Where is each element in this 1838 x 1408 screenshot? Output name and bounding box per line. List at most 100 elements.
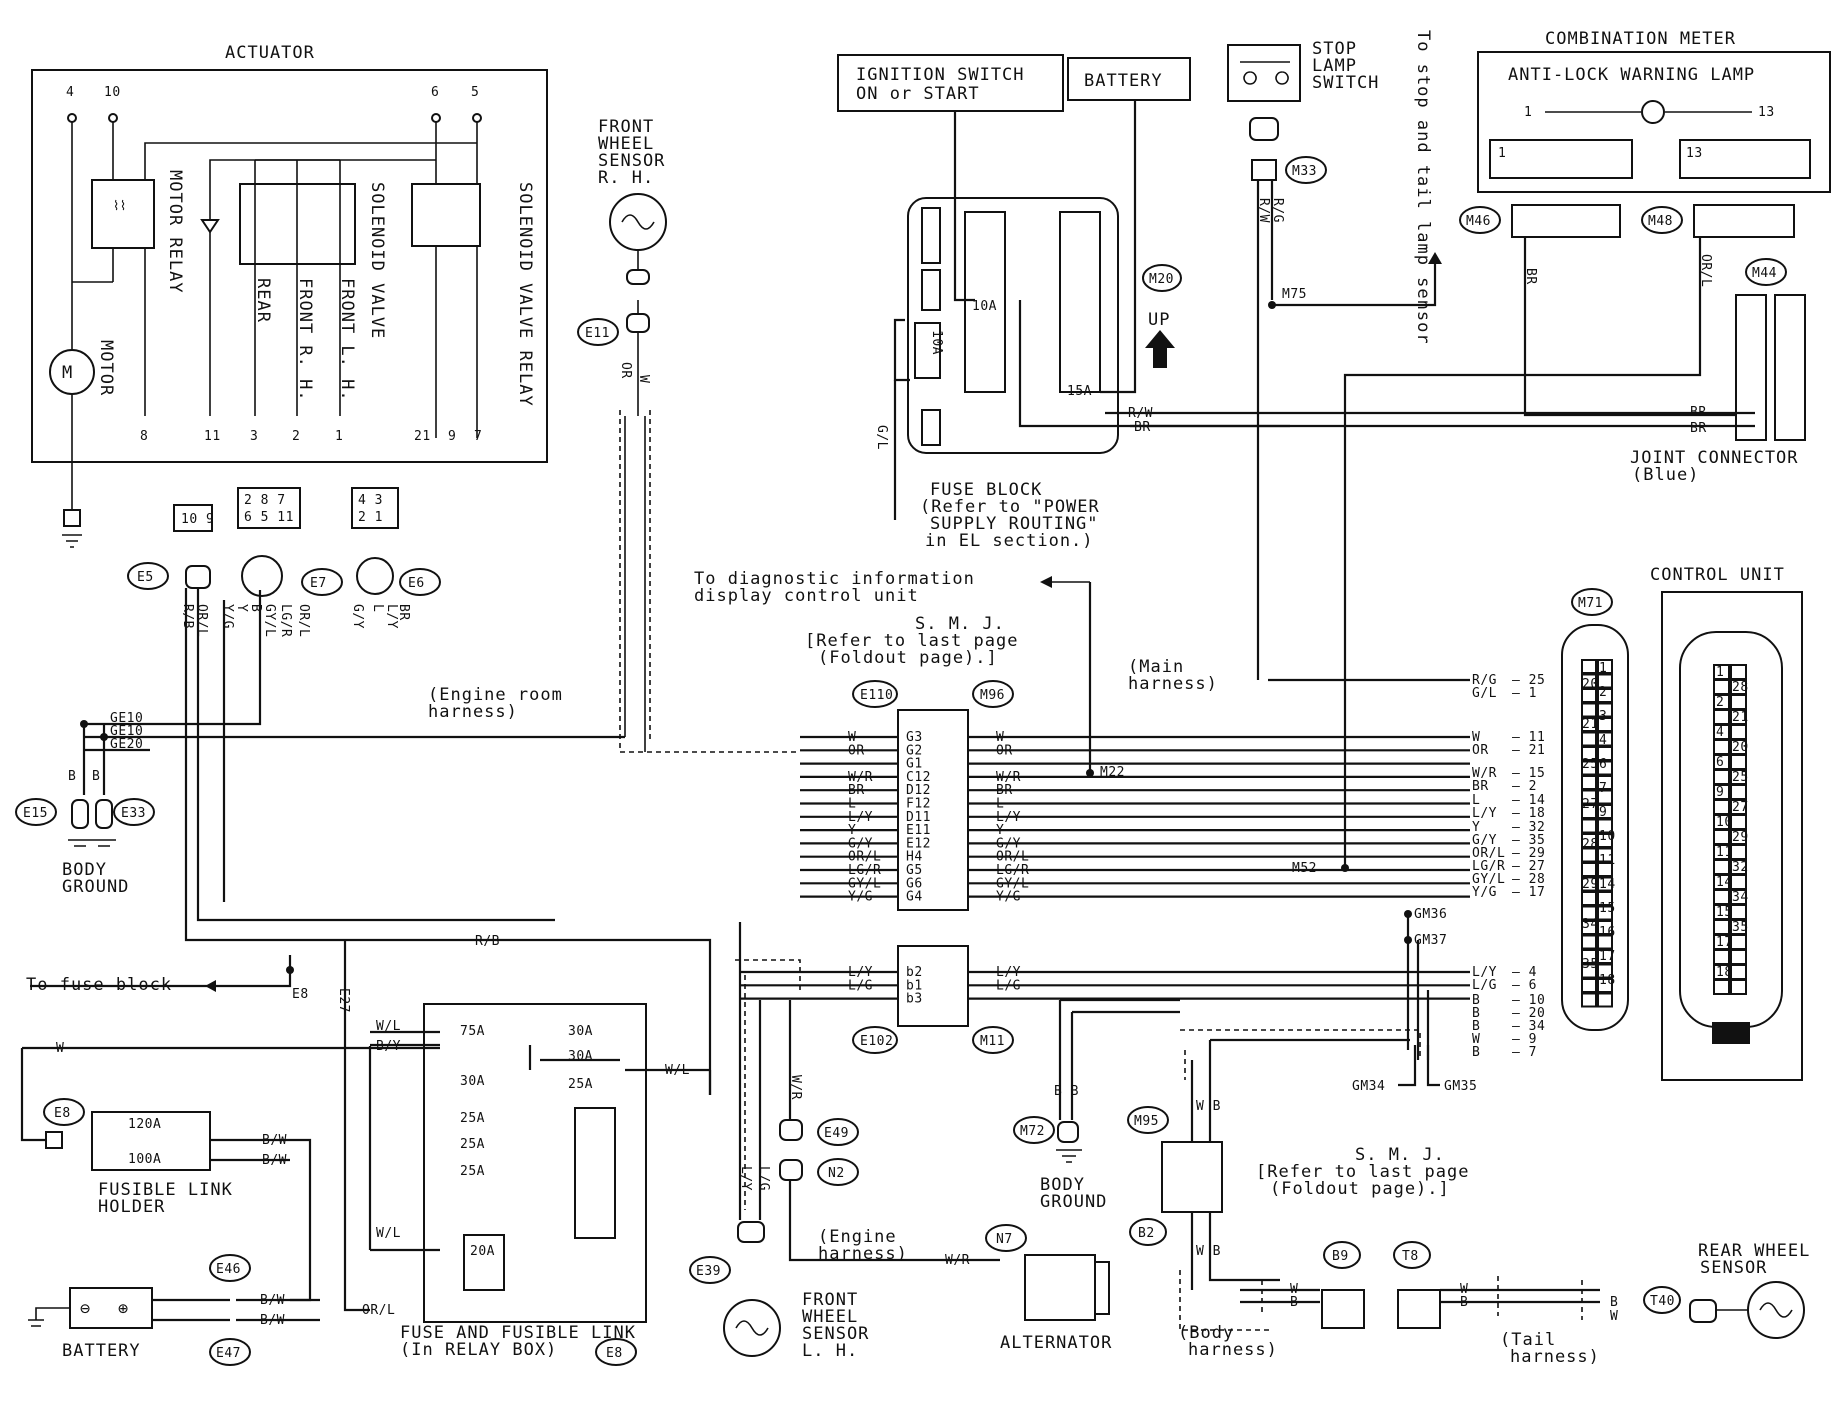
smj-pin: b3 — [906, 992, 923, 1007]
m71-pin: 20 — [1582, 677, 1599, 692]
m71-pin: 2 — [1599, 685, 1607, 700]
splice-m75: M75 — [1282, 287, 1307, 302]
shield-dash — [735, 959, 801, 1210]
m71-cell — [1581, 702, 1597, 718]
wire-color: BR — [996, 783, 1013, 798]
cu-pin: 4 — [1716, 725, 1724, 740]
connector-tag — [1641, 206, 1683, 234]
sensor-plug — [626, 313, 650, 333]
cu-cell — [1730, 814, 1747, 830]
connector-tag — [43, 1098, 85, 1126]
m71-cell — [1581, 731, 1597, 747]
smj-bottom-line3: (Foldout page).] — [1270, 1179, 1450, 1199]
m71-cell — [1581, 920, 1597, 935]
cu-pin-number: — 11 — [1512, 730, 1545, 745]
shield-dash — [1261, 1276, 1583, 1320]
fuse-25a-c: 25A — [460, 1164, 485, 1179]
cu-wire-color: L/G — [1472, 978, 1497, 993]
splice-dot — [1341, 864, 1349, 872]
wire-color: B/W — [260, 1293, 285, 1308]
connector-tag — [1643, 1286, 1681, 1314]
actuator-pin: 5 — [471, 85, 479, 100]
m71-cell — [1581, 876, 1597, 892]
cu-pin: 28 — [1732, 680, 1749, 695]
engine-connectors: 10 9 2 8 7 6 5 11 4 3 2 1 E5 E7 E6 OR/L … — [127, 487, 562, 722]
m71-cell — [1597, 891, 1613, 906]
connector-tag — [985, 1224, 1027, 1252]
fws-rh-line1: FRONT — [598, 117, 654, 137]
motor-label: MOTOR — [96, 340, 116, 396]
fuse-25a-a: 25A — [460, 1111, 485, 1126]
relay-box-line1: FUSE AND FUSIBLE LINK — [400, 1323, 636, 1343]
sol-valve-relay-label: SOLENOID VALVE RELAY — [515, 182, 535, 407]
wire-color: W/L — [376, 1226, 401, 1241]
alternator-body — [1024, 1254, 1096, 1321]
actuator-pin: 4 — [66, 85, 74, 100]
fws-rh-line2: WHEEL — [598, 134, 654, 154]
cu-pin-number: — 20 — [1512, 1006, 1545, 1021]
fuse-15a: 15A — [1067, 384, 1092, 399]
to-fuse-block: To fuse block — [26, 975, 172, 995]
actuator-pin: 7 — [474, 429, 482, 444]
fuse-30a-b: 30A — [568, 1024, 593, 1039]
fuse-30a-c: 30A — [568, 1049, 593, 1064]
cu-cell — [1713, 769, 1730, 785]
rear-wires — [1240, 1288, 1600, 1304]
battery-minus-icon: ⊖ — [80, 1299, 91, 1319]
connector-tag — [127, 562, 169, 590]
combination-meter: COMBINATION METER ANTI-LOCK WARNING LAMP… — [1343, 29, 1831, 868]
wire-color: W/R — [848, 770, 873, 785]
conn-e8: E8 — [54, 1106, 71, 1121]
actuator-title: ACTUATOR — [225, 43, 315, 63]
wire-color: G/Y — [848, 836, 873, 851]
cu-wire-color: BR — [1472, 779, 1489, 794]
smj-top-line1: S. M. J. — [915, 614, 1005, 634]
cu-pin: 6 — [1716, 755, 1724, 770]
cu-wire-color: G/L — [1472, 686, 1497, 701]
wire-color: L/G — [756, 1166, 771, 1191]
connector-tag — [817, 1118, 859, 1146]
fuse-10a-box — [914, 322, 941, 379]
fws-lh-line3: SENSOR — [802, 1324, 869, 1344]
body-ground-left: GE10 GE10 GE20 E15 E33 B B BODY GROUND — [15, 590, 625, 897]
wire-color: BR — [1690, 421, 1707, 436]
m71-cell — [1581, 934, 1597, 950]
conn-e11: E11 — [585, 326, 610, 341]
control-unit-title: CONTROL UNIT — [1650, 565, 1785, 585]
m71-pin: 11 — [1599, 853, 1616, 868]
smj-bottom-block — [1161, 1141, 1223, 1213]
connector-tag — [817, 1158, 859, 1186]
joint-connector-body — [1735, 294, 1767, 441]
wire-color: W — [56, 1041, 64, 1056]
engine-harness-line2: harness) — [818, 1244, 908, 1264]
fuse-slot — [921, 207, 941, 264]
wire-color: R/W — [1256, 198, 1271, 223]
wire-color: W/R — [945, 1253, 970, 1268]
e10-pins: 10 9 — [181, 512, 214, 527]
cu-pin: 21 — [1732, 710, 1749, 725]
cu-wire-color: B — [1472, 1019, 1480, 1034]
fuse-block-line1: FUSE BLOCK — [930, 480, 1042, 500]
wire-color: Y/G — [848, 890, 873, 905]
relay-box: 75A 30A 25A 25A 25A 30A 30A 25A 20A W/L … — [362, 1003, 712, 1366]
connector-tag — [1459, 206, 1501, 234]
conn-e15: E15 — [23, 806, 48, 821]
conn-m44: M44 — [1752, 266, 1777, 281]
relay-box-feed — [370, 1030, 440, 1047]
connector-tag — [1745, 258, 1787, 286]
fws-rh-line4: R. H. — [598, 168, 654, 188]
cu-wire-color: Y/G — [1472, 885, 1497, 900]
cu-wire-color: W/R — [1472, 766, 1497, 781]
cu-pin-number: — 28 — [1512, 872, 1545, 887]
m71-cell — [1597, 789, 1613, 805]
fws-lh-line2: WHEEL — [802, 1307, 858, 1327]
m71-pin: 28 — [1582, 837, 1599, 852]
cu-wire-color: Y — [1472, 820, 1480, 835]
m71-cell — [1581, 673, 1597, 689]
splice-gm34: GM34 — [1352, 1079, 1385, 1094]
wire-color: W — [636, 375, 651, 383]
cu-cell — [1730, 904, 1747, 920]
sine-icon — [621, 214, 655, 230]
m71-pin: 9 — [1599, 805, 1607, 820]
